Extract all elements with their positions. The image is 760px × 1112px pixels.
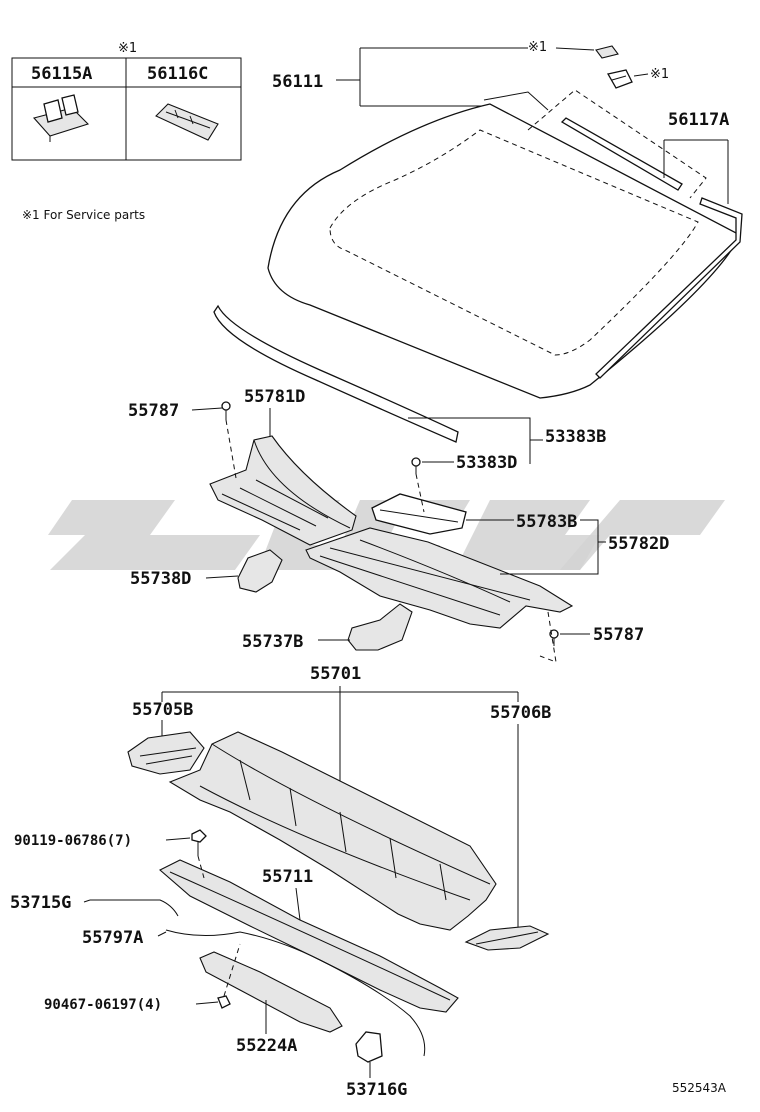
diagram-code: 552543A — [672, 1081, 727, 1095]
bracket-53716G[interactable] — [355, 1031, 383, 1063]
callout-55737B[interactable]: 55737B — [242, 632, 303, 652]
callout-53383B[interactable]: 53383B — [545, 427, 606, 447]
callout-53716G[interactable]: 53716G — [346, 1080, 407, 1100]
legend-part-56115A[interactable]: 56115A — [31, 64, 92, 84]
moulding-strip-side[interactable] — [595, 197, 743, 379]
clip-56115A-drawing — [32, 94, 90, 142]
cowl-reinforcement-55711[interactable] — [159, 859, 459, 1013]
callout-55224A[interactable]: 55224A — [236, 1036, 297, 1056]
callout-55787-right[interactable]: 55787 — [593, 625, 644, 645]
legend-box: ※1 56115A 56116C ※1 For Service parts — [11, 41, 242, 222]
cowl-part-55783B[interactable] — [371, 493, 467, 535]
star-marker-windshield: ※1 — [528, 40, 547, 55]
service-clip-mid[interactable] — [606, 69, 633, 89]
seal-55738D[interactable] — [237, 549, 283, 593]
callout-55782D[interactable]: 55782D — [608, 534, 669, 554]
bolt-90119[interactable] — [191, 829, 207, 856]
callout-55706B[interactable]: 55706B — [490, 703, 551, 723]
seal-55737B[interactable] — [347, 603, 413, 651]
service-clip-top[interactable] — [595, 45, 619, 59]
callout-55701[interactable]: 55701 — [310, 664, 361, 684]
cowl-bracket-55705B[interactable] — [127, 731, 205, 775]
legend-part-56116C[interactable]: 56116C — [147, 64, 208, 84]
cowl-bracket-55706B[interactable] — [464, 925, 550, 951]
callout-53383D[interactable]: 53383D — [456, 453, 517, 473]
hose-55797A[interactable] — [165, 929, 426, 1057]
clip-53383D[interactable] — [411, 457, 421, 474]
cowl-louver-55781D[interactable] — [209, 435, 357, 546]
callout-56111[interactable]: 56111 — [272, 72, 323, 92]
callout-56117A[interactable]: 56117A — [668, 110, 729, 130]
callout-55705B[interactable]: 55705B — [132, 700, 193, 720]
callout-55738D[interactable]: 55738D — [130, 569, 191, 589]
callout-55781D[interactable]: 55781D — [244, 387, 305, 407]
callout-55797A[interactable]: 55797A — [82, 928, 143, 948]
clip-55787-top[interactable] — [221, 401, 231, 420]
callout-55783B[interactable]: 55783B — [516, 512, 577, 532]
harness-53715G[interactable] — [90, 899, 179, 917]
cowl-panel-55782D[interactable] — [305, 527, 574, 629]
legend-star-marker: ※1 — [118, 41, 137, 56]
cowl-panel-55701[interactable] — [168, 731, 497, 931]
clip-56116C-drawing — [155, 103, 219, 141]
callout-53715G[interactable]: 53715G — [10, 893, 71, 913]
clip-55787-right[interactable] — [549, 629, 559, 646]
weatherstrip-53383B[interactable] — [213, 304, 459, 443]
bolt-90467[interactable] — [217, 995, 231, 1009]
callout-55711[interactable]: 55711 — [262, 867, 313, 887]
callout-90119-06786[interactable]: 90119-06786(7) — [14, 833, 132, 849]
legend-note: ※1 For Service parts — [22, 208, 145, 222]
windshield-glass[interactable] — [267, 89, 741, 399]
cowl-lower-55224A[interactable] — [199, 951, 343, 1033]
moulding-strip-upper[interactable] — [560, 117, 683, 191]
callout-90467-06197[interactable]: 90467-06197(4) — [44, 997, 162, 1013]
star-marker-clip: ※1 — [650, 67, 669, 82]
callout-55787-top[interactable]: 55787 — [128, 401, 179, 421]
